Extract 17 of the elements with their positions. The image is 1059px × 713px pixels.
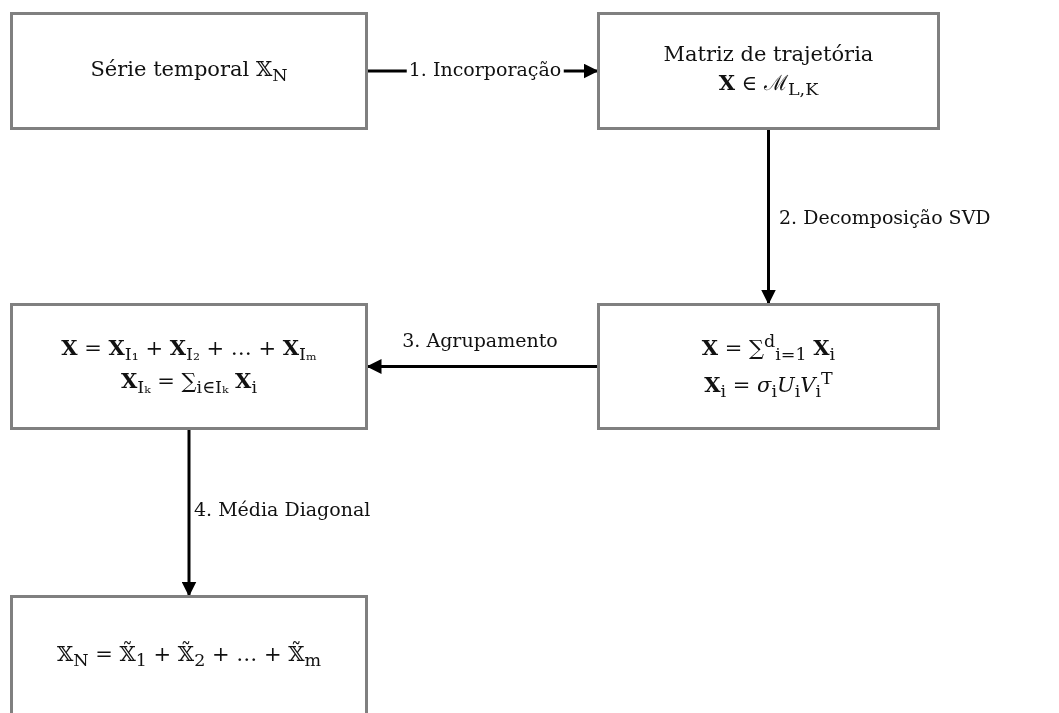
arrow: [366, 359, 597, 374]
process-box: [597, 12, 940, 130]
process-box: [597, 303, 940, 430]
edge-label: 4. Média Diagonal: [192, 498, 373, 520]
arrow: [181, 430, 197, 597]
edge-label: 2. Decomposição SVD: [777, 206, 993, 228]
formula-text: 𝕏$_{N}$ = 𝕏̃$_{1}$ + 𝕏̃$_{2}$ + … + 𝕏̃$_{m}$: [56, 640, 322, 673]
edge-label: 1. Incorporação: [406, 58, 564, 80]
process-box: [10, 303, 368, 430]
process-box: [10, 595, 368, 713]
arrow: [761, 130, 776, 305]
formula-text: X = ∑$^{d}$$_{i=1}$ X$_{i}$: [701, 329, 836, 366]
formula-text: Série temporal 𝕏$_{N}$: [90, 55, 288, 87]
process-box: [10, 12, 368, 130]
formula-text: X = X$_{I₁}$ + X$_{I₂}$ + … + X$_{Iₘ}$: [61, 333, 317, 366]
formula-text: Matriz de trajetória X ∈ ℳ$_{L,K}$: [662, 41, 875, 101]
formula-text: X$_{Iₖ}$ = ∑$_{i∈Iₖ}$ X$_{i}$: [121, 366, 257, 399]
